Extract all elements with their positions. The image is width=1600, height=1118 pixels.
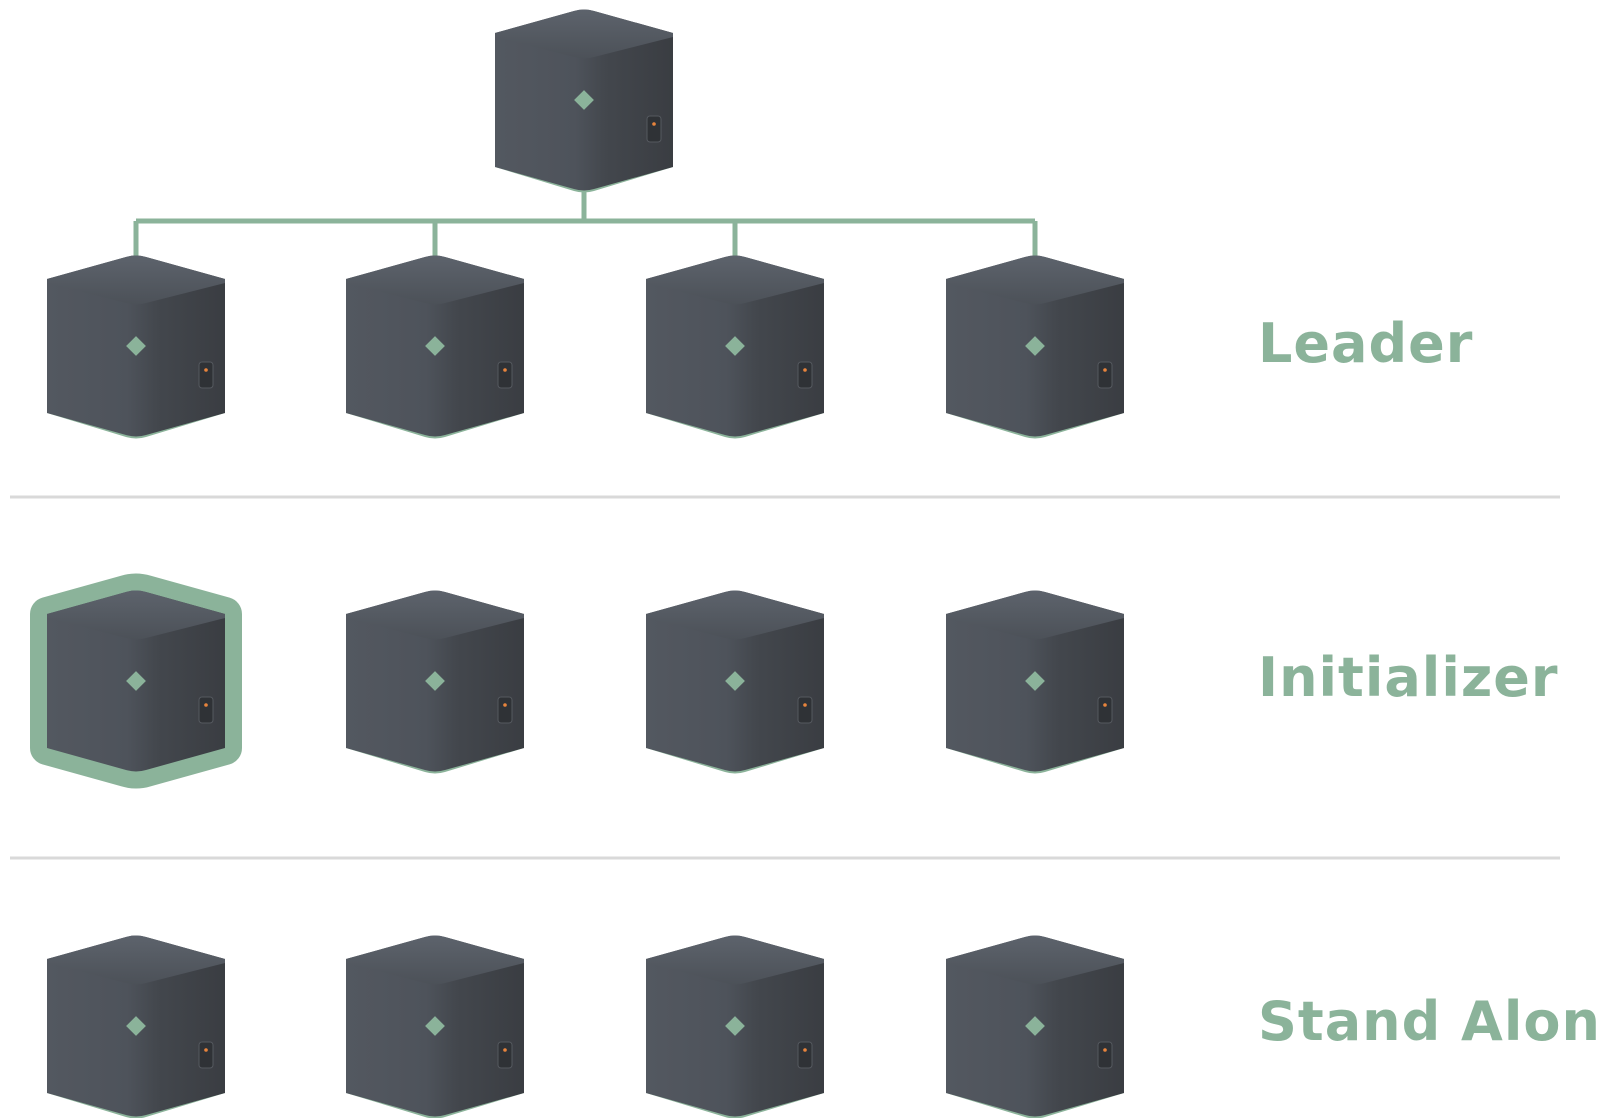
status-led-icon — [204, 1048, 208, 1052]
status-led-icon — [204, 368, 208, 372]
status-led-icon — [1103, 368, 1107, 372]
status-led-icon — [204, 703, 208, 707]
port-icon — [797, 1041, 813, 1069]
device-initializer-1 — [30, 573, 242, 789]
status-led-icon — [503, 1048, 507, 1052]
device-leader-top — [495, 9, 673, 193]
device-leader-3 — [646, 255, 824, 439]
status-led-icon — [803, 368, 807, 372]
port-icon — [646, 115, 662, 143]
device-leader-4 — [946, 255, 1124, 439]
status-led-icon — [652, 122, 656, 126]
status-led-icon — [803, 703, 807, 707]
device-initializer-3 — [646, 590, 824, 774]
status-led-icon — [1103, 703, 1107, 707]
device-stand-alone-1 — [47, 935, 225, 1118]
port-icon — [497, 696, 513, 724]
port-icon — [797, 361, 813, 389]
status-led-icon — [803, 1048, 807, 1052]
diamond-logo-icon — [1025, 671, 1045, 691]
status-led-icon — [1103, 1048, 1107, 1052]
mode-label-stand-alone: Stand Alone — [1258, 990, 1600, 1053]
status-led-icon — [503, 368, 507, 372]
device-leader-2 — [346, 255, 524, 439]
diamond-logo-icon — [126, 336, 146, 356]
port-icon — [1097, 361, 1113, 389]
device-initializer-4 — [946, 590, 1124, 774]
port-icon — [198, 1041, 214, 1069]
port-icon — [198, 361, 214, 389]
device-stand-alone-4 — [946, 935, 1124, 1118]
device-stand-alone-2 — [346, 935, 524, 1118]
diamond-logo-icon — [1025, 1016, 1045, 1036]
leader-connection-lines — [133, 189, 1038, 260]
mode-label-initializer: Initializer — [1258, 646, 1559, 709]
port-icon — [497, 361, 513, 389]
status-led-icon — [503, 703, 507, 707]
device-leader-1 — [47, 255, 225, 439]
diamond-logo-icon — [425, 336, 445, 356]
port-icon — [1097, 696, 1113, 724]
port-icon — [1097, 1041, 1113, 1069]
mode-label-leader: Leader — [1258, 312, 1473, 375]
port-icon — [198, 696, 214, 724]
port-icon — [497, 1041, 513, 1069]
diamond-logo-icon — [1025, 336, 1045, 356]
device-stand-alone-3 — [646, 935, 824, 1118]
port-icon — [797, 696, 813, 724]
device-initializer-2 — [346, 590, 524, 774]
